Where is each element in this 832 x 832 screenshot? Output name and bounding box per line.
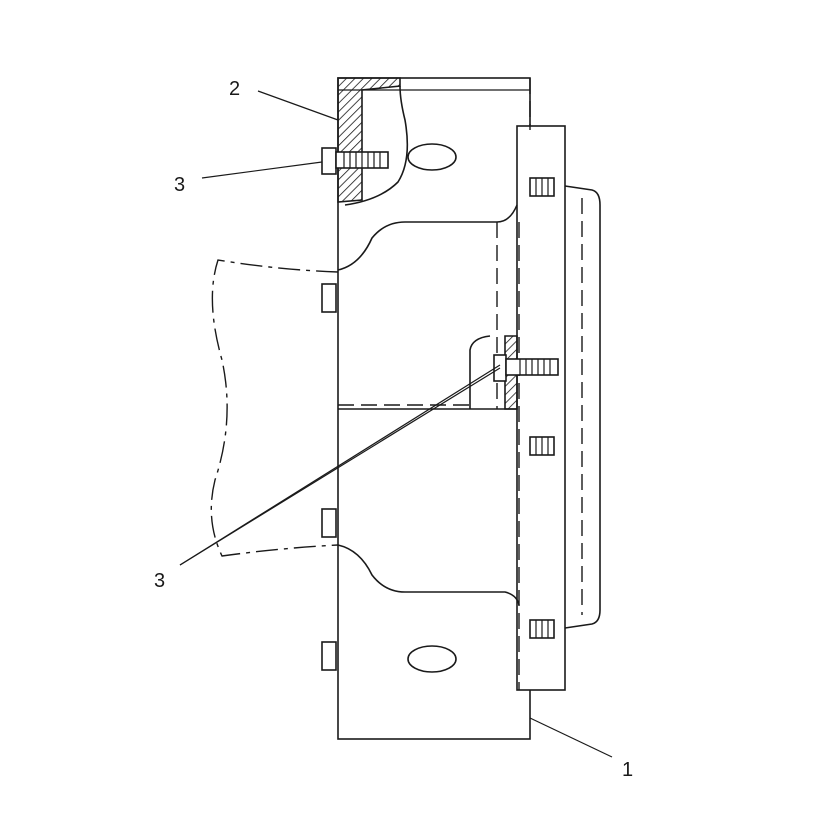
leader-3-middle-b: [179, 367, 501, 566]
left-bolts: [321, 283, 337, 671]
plate-bolts: [529, 177, 555, 639]
lower-casting-contour: [337, 335, 520, 606]
phantom-outline: [210, 259, 339, 557]
plate-bolt: [529, 619, 555, 639]
upper-casting-contour: [337, 85, 530, 271]
hidden-edges: [338, 78, 531, 690]
lower-port: [407, 645, 457, 673]
callout-1: 1: [622, 759, 633, 781]
callout-2: 2: [229, 78, 240, 100]
plate-bolt: [529, 436, 555, 456]
leader-2: [257, 90, 339, 121]
upper-port: [407, 143, 457, 171]
gasket-section: [337, 77, 401, 203]
callout-labels: 2 3 3 1: [154, 78, 633, 781]
leader-3-top: [201, 161, 323, 179]
leader-lines: [179, 90, 613, 758]
top-bolt: [321, 147, 389, 175]
leader-1: [529, 717, 613, 758]
oval-ports: [407, 143, 457, 673]
callout-3-top: 3: [174, 174, 185, 196]
callout-3-middle: 3: [154, 570, 165, 592]
mounting-plate: [516, 125, 601, 691]
plate-bolt: [529, 177, 555, 197]
